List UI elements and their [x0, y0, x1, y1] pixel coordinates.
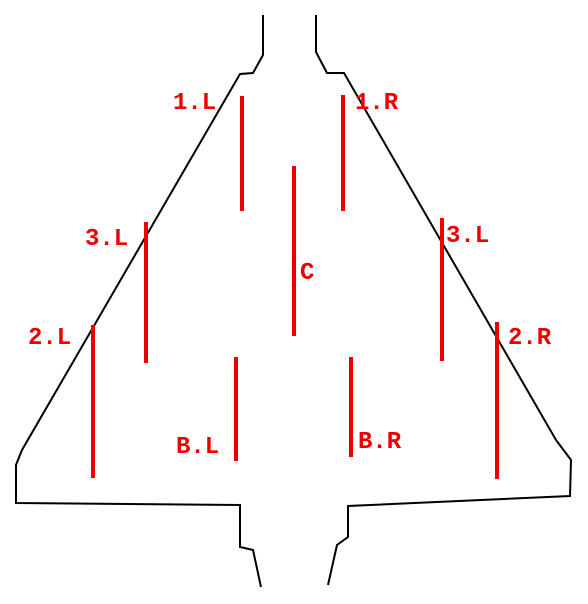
- aircraft-outline-left: [15, 15, 264, 588]
- station-label-bl: B.L: [176, 434, 219, 461]
- aircraft-outline-right: [315, 15, 573, 586]
- station-label-2r: 2.R: [508, 325, 552, 352]
- station-label-1r: 1.R: [355, 90, 399, 117]
- station-label-2l: 2.L: [28, 325, 71, 352]
- station-label-center: C: [300, 260, 314, 287]
- station-label-3r: 3.L: [446, 223, 489, 250]
- station-label-1l: 1.L: [173, 90, 216, 117]
- station-label-br: B.R: [358, 429, 402, 456]
- station-label-3l: 3.L: [85, 226, 128, 253]
